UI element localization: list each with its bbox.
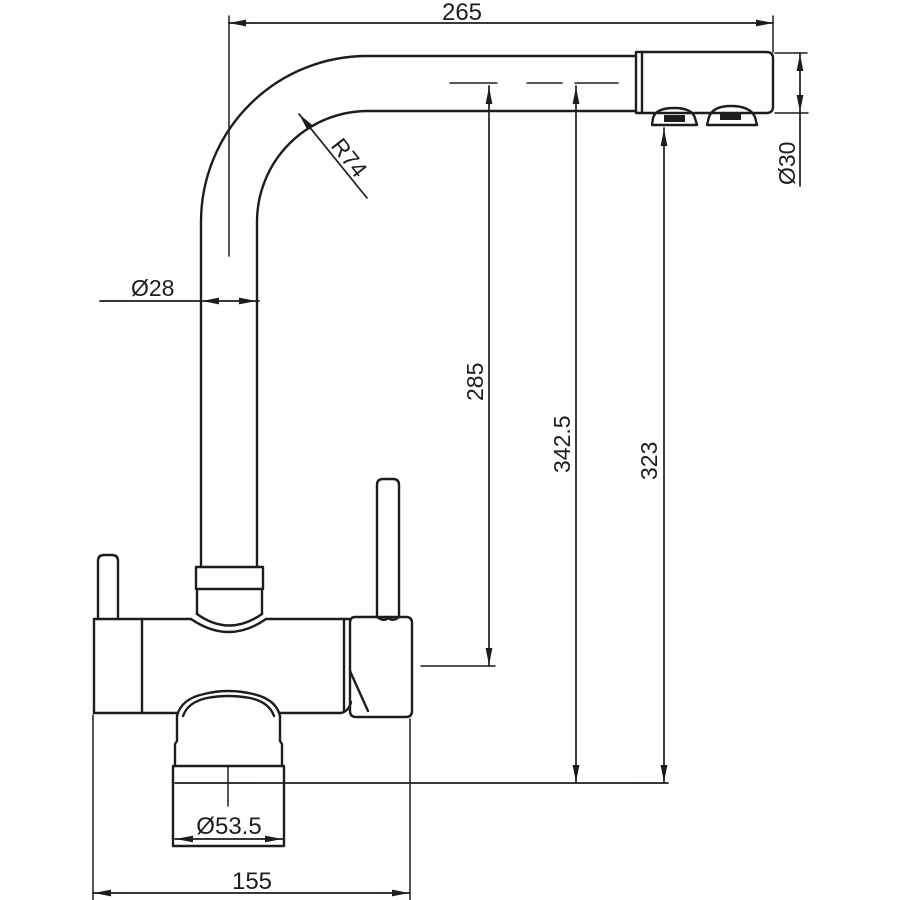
dimension-body-length-155: 155 — [92, 714, 411, 900]
dim-label-323: 323 — [636, 442, 662, 480]
dimension-height-285: 285 — [420, 85, 496, 667]
arrowhead — [94, 889, 111, 897]
dim-label-155: 155 — [232, 868, 272, 895]
dimension-height-323: 323 — [636, 127, 668, 784]
arrowhead — [229, 19, 246, 27]
dimension-base-diameter-53-5: Ø53.5 — [174, 813, 284, 843]
arrowhead — [239, 297, 256, 305]
aerator-right-insert — [720, 113, 741, 120]
right-handle-lever — [375, 477, 401, 619]
dim-label-r74: R74 — [326, 133, 373, 182]
faucet-outline — [92, 50, 775, 848]
collar-dome-outer — [189, 617, 268, 634]
dim-label-d28: Ø28 — [131, 275, 174, 301]
right-cap-chamfer — [348, 669, 370, 713]
arrowhead — [796, 54, 804, 71]
dim-label-285: 285 — [462, 363, 488, 401]
right-cap-foot-curve — [339, 700, 353, 715]
arrowhead — [485, 87, 493, 104]
bell-left-side — [173, 714, 179, 768]
dimension-head-diameter-30: Ø30 — [774, 52, 809, 187]
base-cylinder — [171, 764, 286, 848]
collar-band — [194, 565, 265, 591]
arrowhead — [392, 889, 409, 897]
right-handle-base-notch — [375, 615, 401, 621]
aerator-left — [650, 106, 699, 127]
bell-arch-outer — [175, 689, 282, 718]
arrowhead — [660, 765, 668, 782]
aerator-right — [705, 104, 759, 127]
body-right-cap — [348, 615, 414, 719]
riser-collar — [189, 565, 268, 634]
arrowhead — [756, 19, 773, 27]
arrowhead — [572, 765, 580, 782]
collar-dome-inner — [195, 612, 264, 627]
spout-head — [634, 50, 775, 115]
mounting-base — [171, 689, 286, 848]
dim-label-265: 265 — [442, 0, 482, 26]
arrowhead — [265, 835, 282, 843]
bell-right-side — [278, 714, 284, 768]
spout-inner-contour — [255, 109, 638, 569]
arrowhead — [299, 114, 313, 130]
arrowhead — [660, 129, 668, 146]
dimension-pipe-diameter-28: Ø28 — [99, 275, 260, 305]
collar-lower-sides — [195, 587, 264, 616]
bell-arch-inner — [181, 694, 276, 718]
dim-label-342-5: 342.5 — [549, 415, 575, 473]
dimension-bend-radius-r74: R74 — [298, 113, 373, 199]
spout-outer-contour — [199, 54, 638, 569]
aerator-left-insert — [664, 115, 685, 122]
dimension-height-342-5: 342.5 — [549, 85, 580, 784]
dim-label-d535: Ø53.5 — [196, 813, 261, 840]
leader-line-r74 — [298, 113, 368, 199]
arrowhead — [572, 87, 580, 104]
left-handle-lever — [96, 553, 120, 621]
arrowhead — [176, 835, 193, 843]
valve-body — [92, 615, 414, 719]
arrowhead — [202, 297, 219, 305]
arrowhead — [485, 648, 493, 665]
arrowhead — [796, 95, 804, 112]
dimension-reach-265: 265 — [228, 0, 774, 257]
dim-label-d30: Ø30 — [774, 142, 800, 185]
